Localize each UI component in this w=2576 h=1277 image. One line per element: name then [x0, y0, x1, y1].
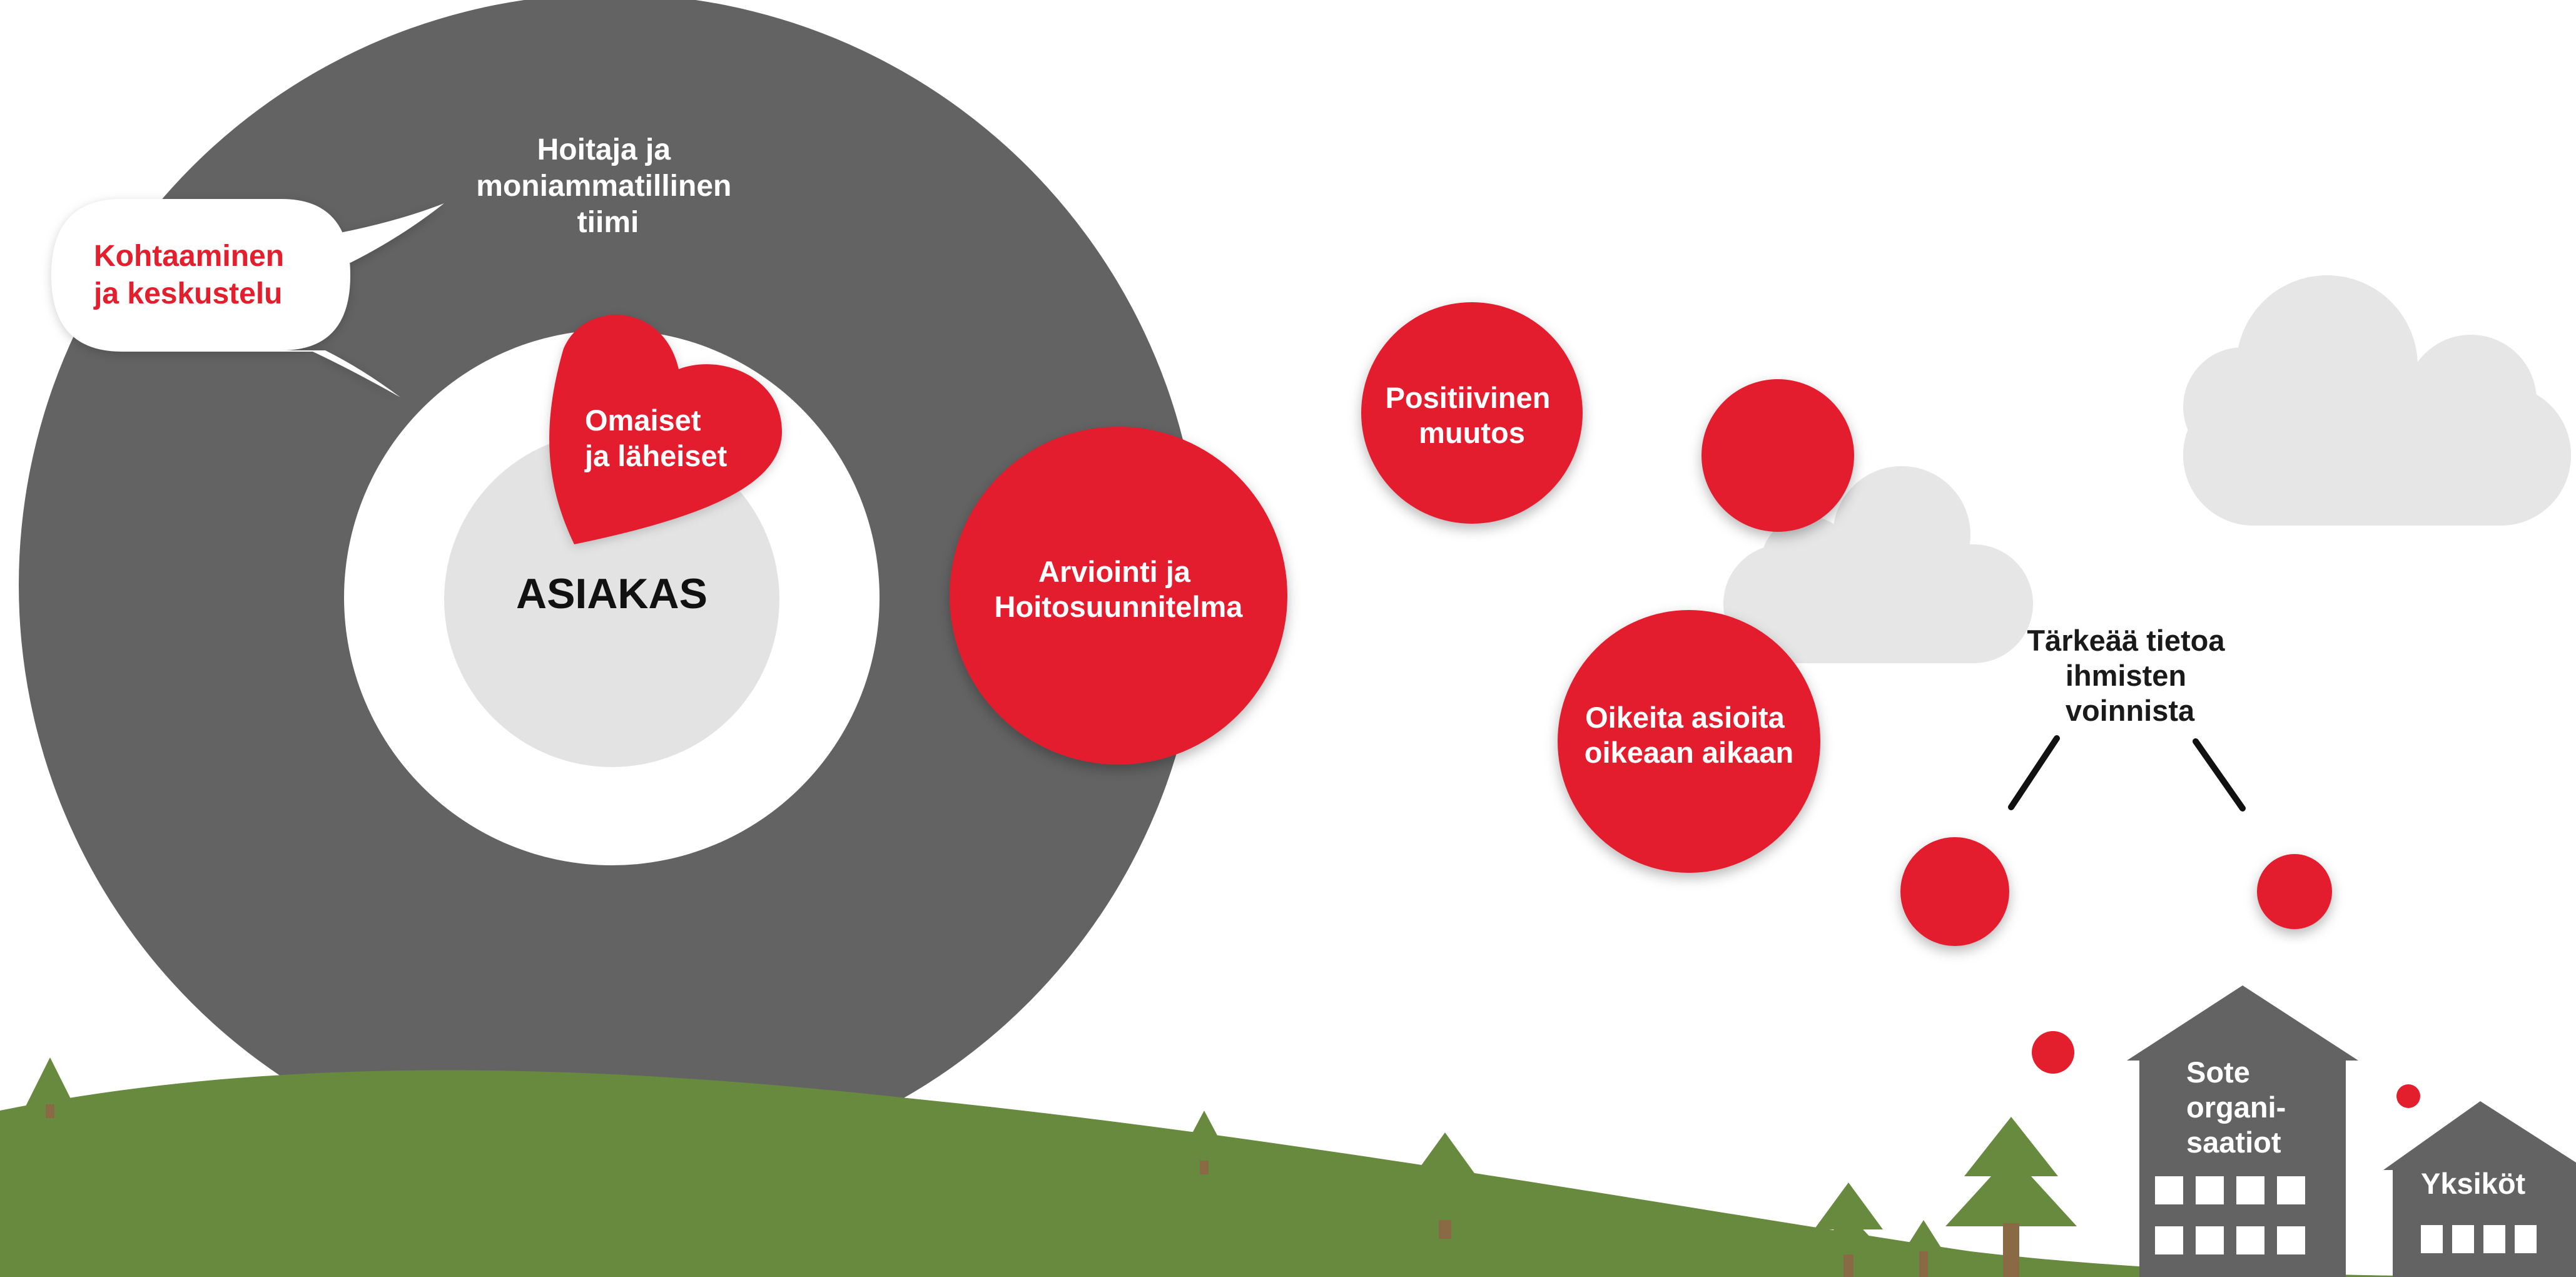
- info-label: Tärkeää tietoa ihmisten voinnista: [2027, 624, 2233, 727]
- speech-bubble: [51, 199, 444, 397]
- sote-building: [2127, 985, 2358, 1277]
- right-things-label: Oikeita asioita oikeaan aikaan: [1585, 701, 1793, 769]
- red-dot-5: [2396, 1084, 2420, 1108]
- assessment-bubble: [950, 427, 1287, 765]
- red-dot-4: [2032, 1031, 2074, 1074]
- heart-label: Omaiset ja läheiset: [584, 404, 728, 472]
- building-windows: [2421, 1225, 2537, 1253]
- red-dot-1: [1701, 379, 1854, 532]
- tree-icon: [1902, 1220, 1945, 1277]
- cloud-small: [1723, 466, 2033, 663]
- units-building: [2383, 1101, 2576, 1277]
- red-dot-2: [1900, 837, 2009, 946]
- positive-change-label: Positiivinen muutos: [1386, 381, 1559, 449]
- heart-shape: [549, 315, 782, 544]
- client-label: ASIAKAS: [516, 570, 707, 618]
- units-building-label: Yksiköt: [2421, 1167, 2526, 1200]
- client-core: [444, 432, 779, 767]
- tree-icon: [1945, 1117, 2077, 1277]
- positive-change-bubble: [1361, 302, 1583, 524]
- team-label: Hoitaja ja moniammatillinen tiimi: [476, 133, 739, 239]
- tree-icon: [1808, 1183, 1889, 1277]
- assessment-label: Arviointi ja Hoitosuunnitelma: [995, 555, 1244, 623]
- tree-icon: [1176, 1111, 1232, 1174]
- right-things-bubble: [1558, 610, 1820, 873]
- sote-building-label: Sote organi- saatiot: [2186, 1056, 2294, 1159]
- green-hill: [0, 1070, 2576, 1277]
- tree-icon: [1398, 1132, 1492, 1239]
- speech-bubble-label: Kohtaaminen ja keskustelu: [93, 240, 292, 310]
- tree-icon: [25, 1057, 75, 1118]
- info-line-left: [2008, 735, 2060, 810]
- cloud-large: [2183, 275, 2571, 526]
- red-dot-3: [2257, 854, 2332, 929]
- building-windows: [2155, 1176, 2305, 1254]
- info-line-right: [2193, 738, 2246, 811]
